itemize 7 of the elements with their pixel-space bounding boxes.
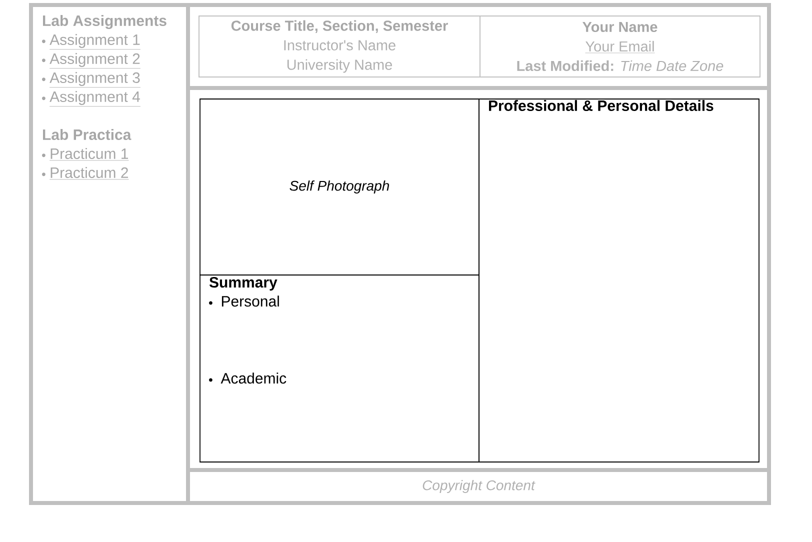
photo-box: Self Photograph (200, 98, 480, 276)
summary-box: Summary Personal Academic (200, 274, 480, 462)
author-info-box: Your Name Your Email Last Modified: Time Date Zone (480, 16, 760, 78)
course-info-box: Course Title, Section, Semester Instructor's Name University Name (198, 16, 480, 78)
sidebar-panel: Lab Assignments Assignment 1 Assignment 2 Assignment 3 Assignment 4 Lab Practica Practicum 1 Practicum 2 (29, 3, 190, 505)
footer-bar: Copyright Content (186, 468, 771, 505)
details-box: Professional & Personal Details (478, 98, 760, 462)
